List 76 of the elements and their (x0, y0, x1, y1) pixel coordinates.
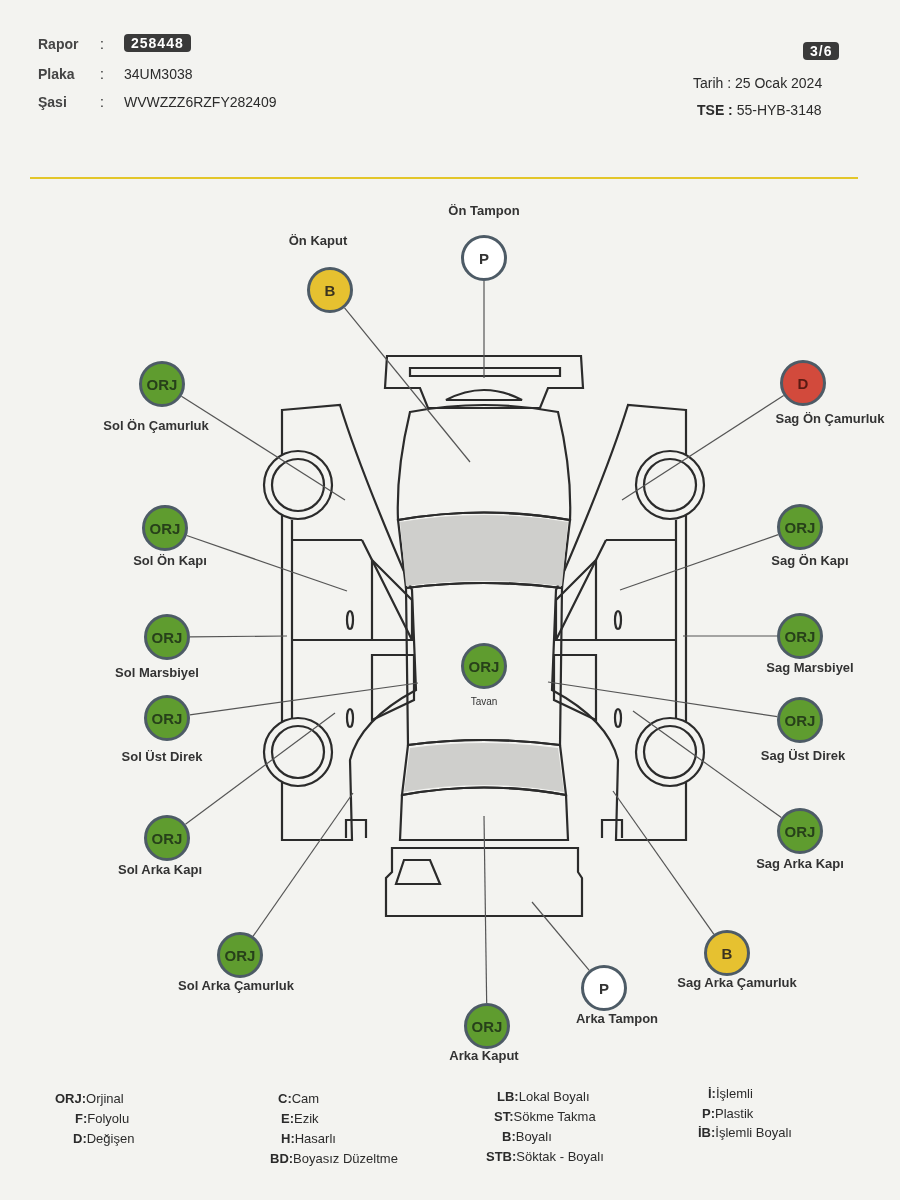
leader-line (189, 682, 419, 716)
leader-line (189, 635, 288, 638)
chassis-number: WVWZZZ6RZFY282409 (124, 94, 277, 110)
legend-entry: B:Boyalı (502, 1129, 552, 1144)
status-badge: ORJ (777, 808, 823, 854)
field-label: Şasi (38, 94, 67, 110)
part-name: Ön Tampon (448, 203, 520, 218)
status-badge: ORJ (777, 613, 823, 659)
leader-line (180, 395, 346, 501)
status-badge: ORJ (142, 505, 188, 551)
leader-line (186, 534, 348, 592)
part-name: Tavan (470, 696, 498, 707)
separator: : (100, 66, 104, 82)
part-name: Sag Marsbiyel (766, 660, 854, 675)
status-badge: ORJ (777, 504, 823, 550)
leader-line (483, 815, 488, 1004)
status-badge: B (704, 930, 750, 976)
date-text: Tarih : 25 Ocak 2024 (693, 75, 823, 91)
part-name: Sol Ön Çamurluk (103, 418, 209, 433)
status-badge: D (780, 360, 826, 406)
legend-entry: H:Hasarlı (281, 1131, 336, 1146)
legend-entry: C:Cam (278, 1091, 320, 1106)
status-badge: P (581, 965, 627, 1011)
legend-entry: E:Ezik (281, 1111, 319, 1126)
legend-entry: ST:Sökme Takma (494, 1109, 596, 1124)
part-name: Sag Üst Direk (760, 748, 846, 763)
leader-line (619, 534, 779, 591)
separator: : (100, 36, 104, 52)
legend-entry: P:Plastik (702, 1106, 754, 1121)
part-name: Sag Arka Kapı (756, 856, 844, 871)
leader-line (252, 792, 354, 937)
legend-entry: BD:Boyasız Düzeltme (270, 1151, 398, 1166)
leader-line (547, 681, 778, 718)
field-label: Rapor (38, 36, 79, 52)
leader-line (682, 635, 778, 637)
leader-line (632, 710, 782, 819)
part-name: Sol Arka Kapı (118, 862, 202, 877)
leader-line (483, 280, 485, 379)
legend-entry: İB:İşlemli Boyalı (698, 1125, 792, 1140)
legend-entry: LB:Lokal Boyalı (497, 1089, 590, 1104)
leader-line (621, 394, 785, 501)
status-badge: B (307, 267, 353, 313)
leader-line (343, 307, 471, 463)
part-name: Arka Kaput (449, 1048, 519, 1063)
status-badge: ORJ (464, 1003, 510, 1049)
part-name: Ön Kaput (288, 233, 348, 248)
legend-entry: ORJ:Orjinal (55, 1091, 124, 1106)
status-badge: ORJ (461, 643, 507, 689)
status-badge: ORJ (144, 815, 190, 861)
part-name: Sol Ön Kapı (133, 553, 207, 568)
certificate-number: TSE : 55-HYB-3148 (697, 102, 822, 118)
leader-line (612, 790, 715, 935)
legend-entry: F:Folyolu (75, 1111, 130, 1126)
separator: : (100, 94, 104, 110)
part-name: Sol Marsbiyel (115, 665, 199, 680)
status-badge: ORJ (144, 614, 190, 660)
status-badge: ORJ (777, 697, 823, 743)
legend-entry: D:Değişen (73, 1131, 135, 1146)
page-number: 3/6 (803, 42, 840, 60)
part-name: Sol Üst Direk (121, 749, 203, 764)
leader-line (184, 712, 336, 825)
leader-line (531, 901, 590, 971)
field-label: Plaka (38, 66, 75, 82)
status-badge: ORJ (217, 932, 263, 978)
part-name: Arka Tampon (575, 1011, 659, 1026)
part-name: Sol Arka Çamurluk (178, 978, 294, 993)
part-name: Sag Ön Kapı (771, 553, 849, 568)
status-badge: ORJ (144, 695, 190, 741)
status-badge: ORJ (139, 361, 185, 407)
legend-entry: İ:İşlemli (708, 1086, 753, 1101)
status-badge: P (461, 235, 507, 281)
part-name: Sag Ön Çamurluk (775, 411, 885, 426)
legend-entry: STB:Söktak - Boyalı (486, 1149, 604, 1164)
part-name: Sag Arka Çamurluk (677, 975, 797, 990)
report-number: 258448 (124, 34, 191, 52)
plate-number: 34UM3038 (124, 66, 193, 82)
